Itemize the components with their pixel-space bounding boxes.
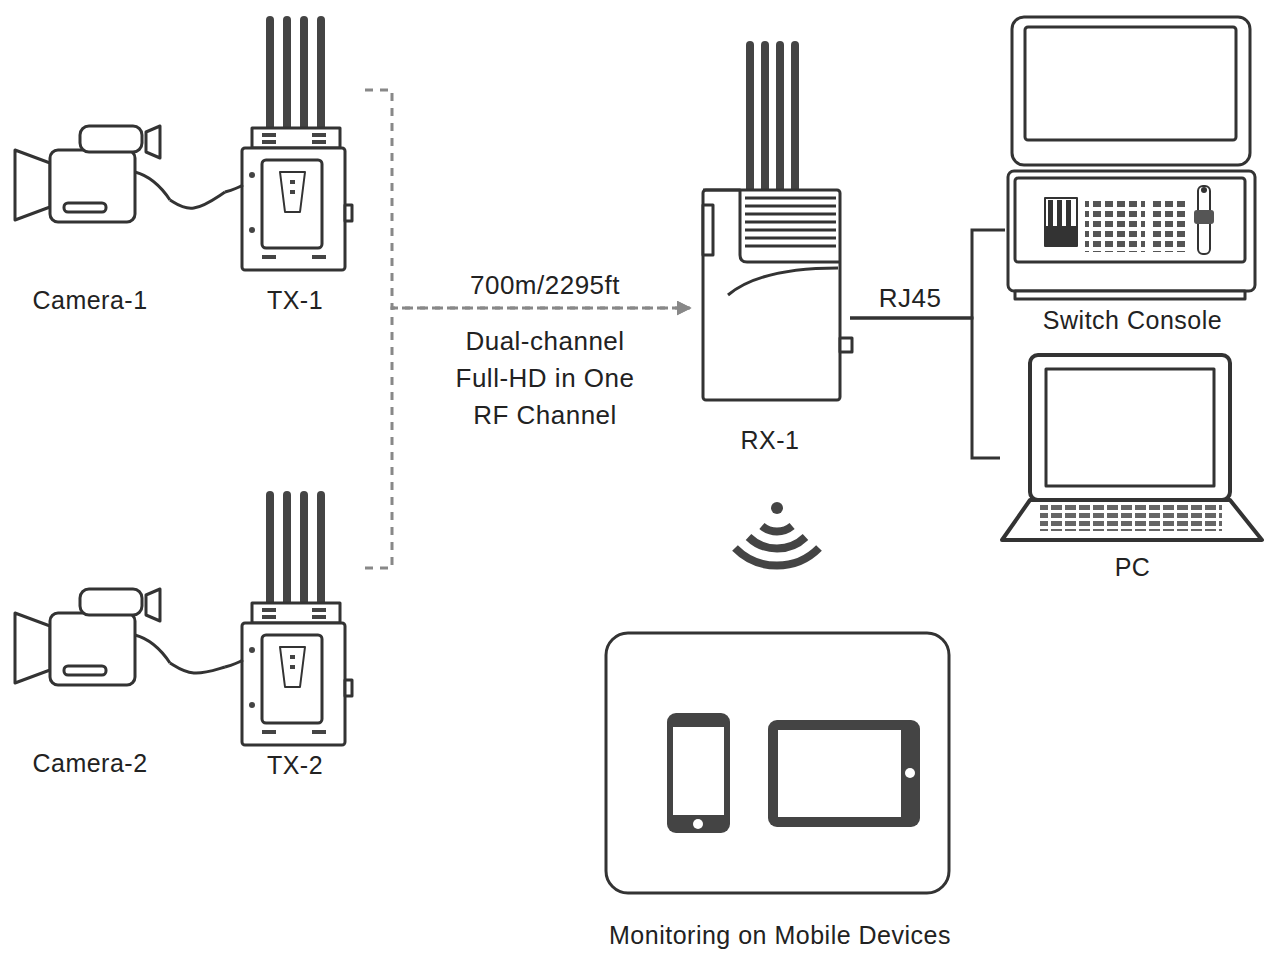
video-cable: [170, 663, 225, 673]
node-label: RX-1: [741, 425, 800, 455]
wireless-link: [365, 90, 690, 308]
node-label: TX-1: [267, 285, 323, 315]
node-label: Monitoring on Mobile Devices: [609, 920, 951, 950]
camera-icon: [15, 126, 170, 222]
node-label: Camera-1: [32, 285, 147, 315]
node-label: TX-2: [267, 750, 323, 780]
edge-label: 700m/2295ft: [466, 270, 624, 300]
node-label: PC: [1115, 552, 1151, 582]
camera-icon: [15, 589, 170, 685]
network-cable: [850, 318, 1000, 458]
switch-console-node: Switch Console: [1005, 10, 1260, 335]
edge-label: RJ45: [875, 283, 946, 313]
network-cable: [850, 230, 1005, 318]
mobile-devices-icon: [606, 633, 949, 893]
receiver-node: RX-1: [690, 35, 850, 455]
link-note: Dual-channel Full-HD in One RF Channel: [441, 323, 649, 434]
mobile-monitor-node: Monitoring on Mobile Devices: [555, 625, 1005, 950]
video-cable: [170, 192, 225, 208]
laptop-icon: [1002, 355, 1262, 540]
transmitter-icon: [225, 20, 352, 270]
wireless-link: [365, 308, 690, 568]
switch-console-icon: [1008, 17, 1255, 299]
camera-node: Camera-2: [10, 585, 170, 778]
node-label: Switch Console: [1043, 305, 1222, 335]
node-label: Camera-2: [32, 748, 147, 778]
camera-node: Camera-1: [10, 120, 170, 315]
transmitter-node: TX-2: [225, 485, 365, 780]
receiver-icon: [703, 45, 852, 400]
transmitter-node: TX-1: [225, 10, 365, 315]
pc-node: PC: [1000, 350, 1265, 582]
wireless-symbol: [735, 502, 819, 566]
transmitter-icon: [225, 495, 352, 745]
